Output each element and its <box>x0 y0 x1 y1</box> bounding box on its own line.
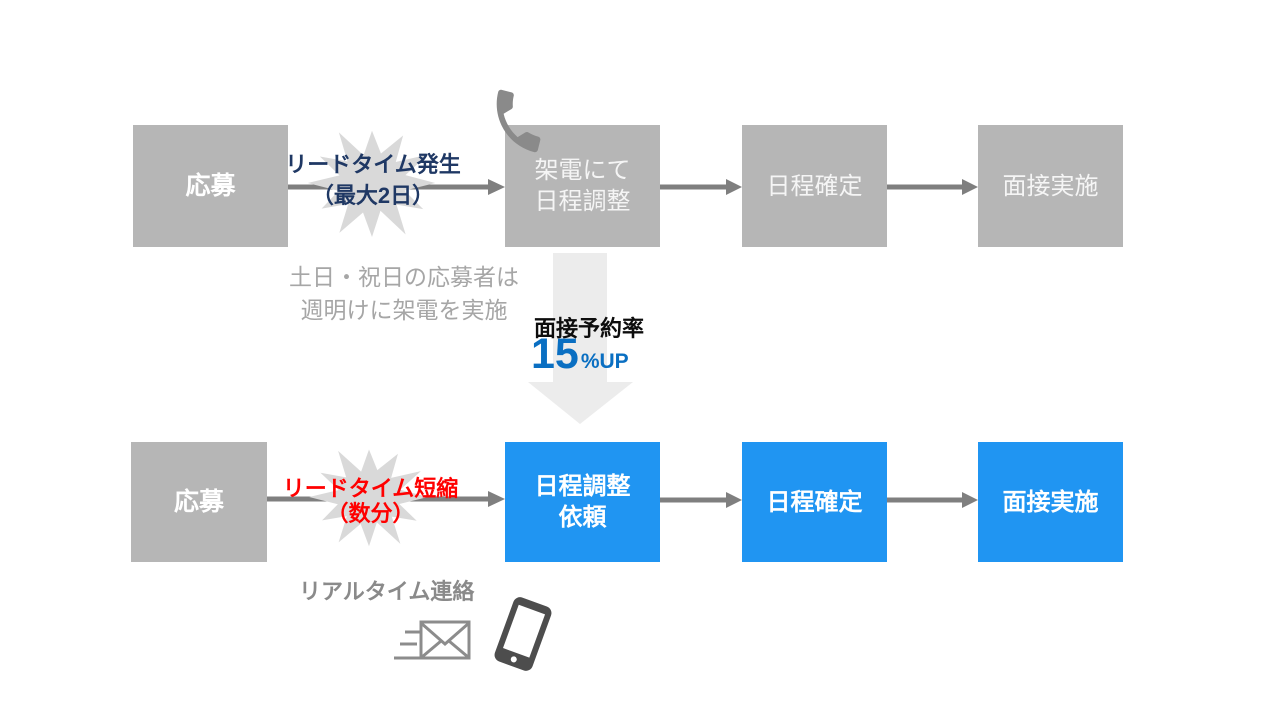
after-step-schedule-request: 日程調整 依頼 <box>505 442 660 562</box>
weekend-note-label: 土日・祝日の応募者は 週明けに架電を実施 <box>289 264 519 323</box>
metric-value-number: 15 <box>531 330 579 378</box>
starburst-shape-top <box>307 130 436 237</box>
smartphone-screen <box>503 604 546 658</box>
arrow-head <box>488 491 505 507</box>
before-step-apply: 応募 <box>133 125 288 247</box>
smartphone-icon <box>494 597 552 671</box>
arrow-head <box>962 179 978 195</box>
lead-time-before-label: リードタイム発生 （最大2日） <box>285 152 461 208</box>
arrow-head <box>726 492 742 508</box>
metric-value-unit: %UP <box>580 350 629 373</box>
starburst-shape-bottom <box>309 449 428 547</box>
metric-value: 15 %UP <box>531 332 629 376</box>
envelope-flap <box>420 621 470 646</box>
after-step-schedule-fixed: 日程確定 <box>742 442 887 562</box>
after-step-interview: 面接実施 <box>978 442 1123 562</box>
envelope-body <box>419 620 471 660</box>
arrow-head <box>726 179 742 195</box>
metric-title-label: 面接予約率 <box>533 316 644 341</box>
phone-handset-icon <box>496 89 541 153</box>
big-down-arrow <box>528 253 633 424</box>
after-step-apply: 応募 <box>131 442 267 562</box>
smartphone-home-button <box>510 656 517 663</box>
before-step-interview: 面接実施 <box>978 125 1123 247</box>
arrow-head <box>488 179 505 195</box>
envelope-fold-left <box>421 639 442 659</box>
lead-time-after-label: リードタイム短縮 （数分） <box>282 476 459 526</box>
realtime-note-label: リアルタイム連絡 <box>299 579 475 604</box>
before-step-schedule-fixed: 日程確定 <box>742 125 887 247</box>
envelope-fold-right <box>448 639 469 659</box>
arrow-head <box>962 492 978 508</box>
speed-mail-icon <box>394 620 471 660</box>
